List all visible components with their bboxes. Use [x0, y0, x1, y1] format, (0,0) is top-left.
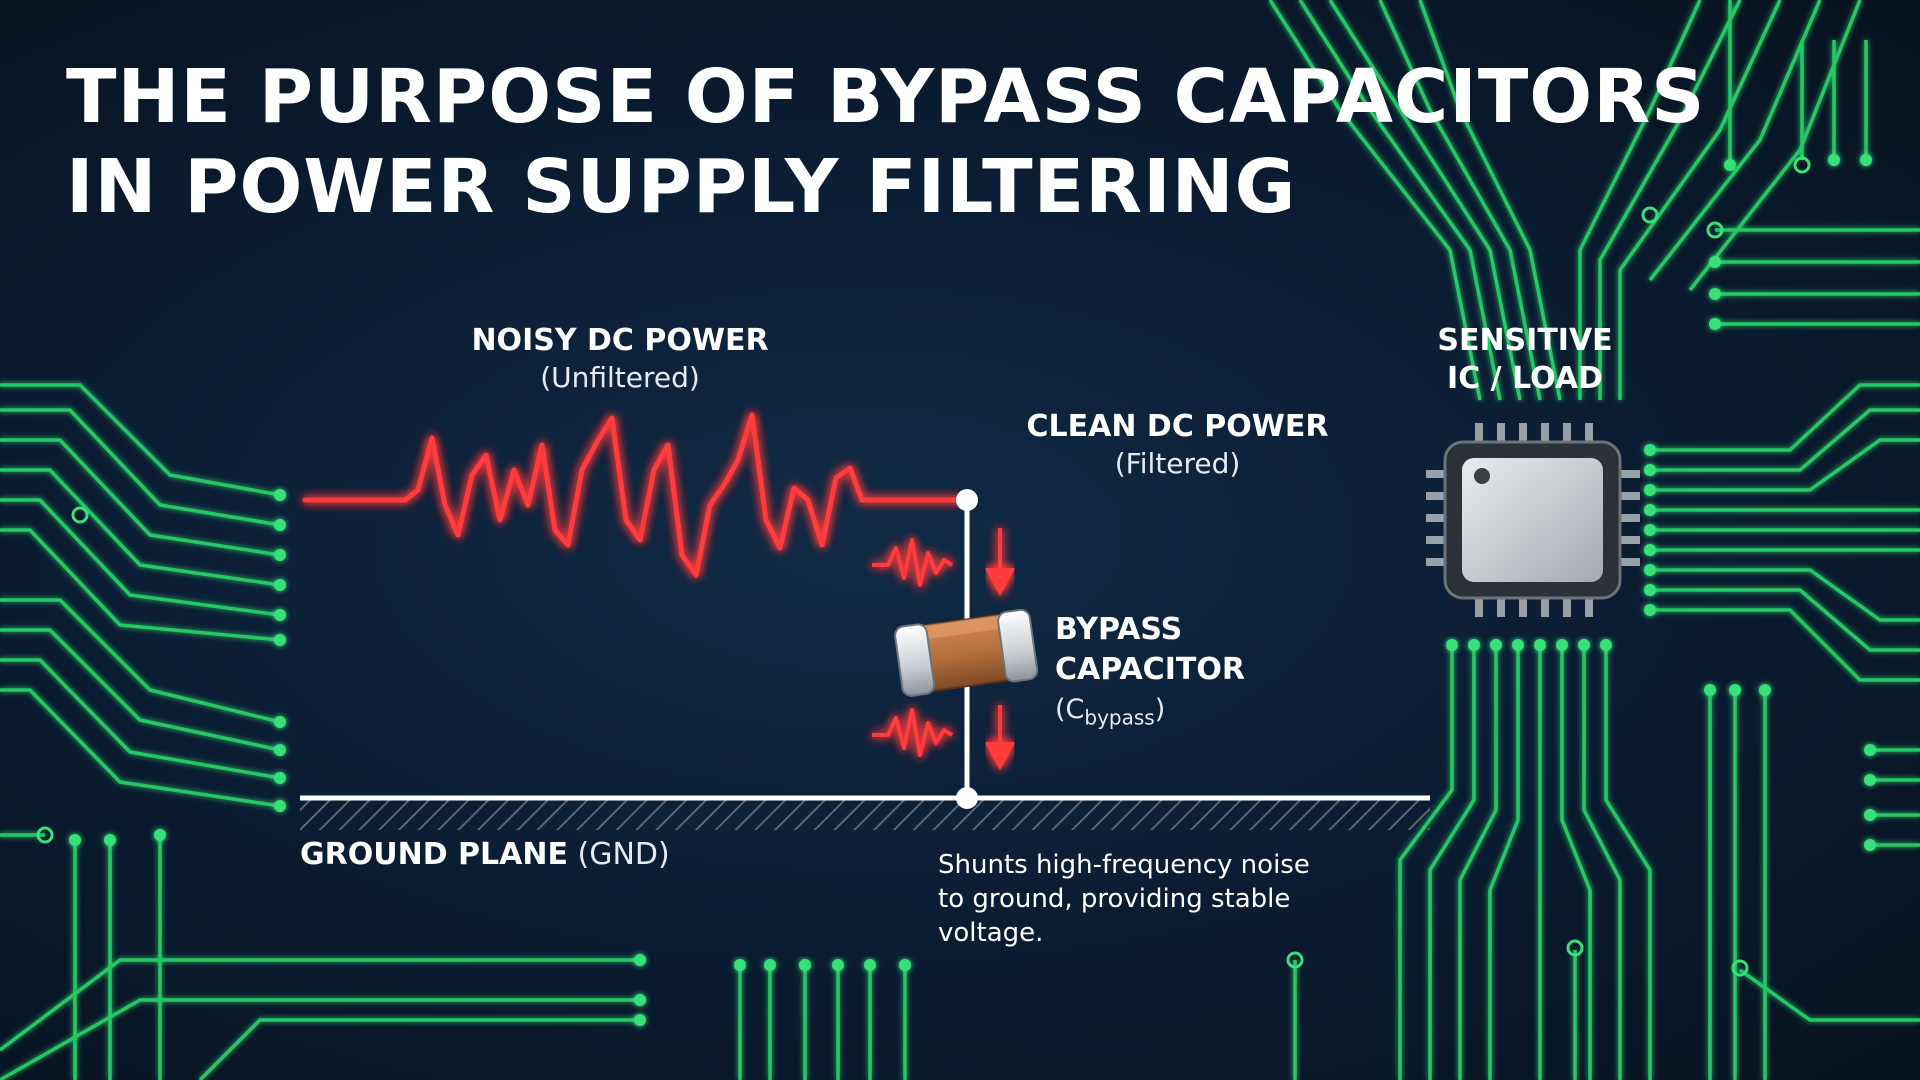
- pcb-traces-bottom: [738, 965, 907, 1080]
- pcb-traces-left: [0, 383, 640, 1080]
- noise-squiggle-lower: [872, 708, 954, 757]
- clean-dc-title: CLEAN DC POWER: [1026, 409, 1329, 444]
- bottom-node: [956, 787, 978, 809]
- arrow-down-icon: [984, 705, 1016, 771]
- load-label: SENSITIVE IC / LOAD: [1405, 322, 1645, 398]
- ic-chip-icon: [1426, 423, 1640, 617]
- noise-squiggle-upper: [872, 538, 954, 587]
- ground-plane-label: GROUND PLANE (GND): [300, 836, 670, 874]
- noisy-dc-title: NOISY DC POWER: [471, 323, 769, 358]
- title-line-2: IN POWER SUPPLY FILTERING: [66, 144, 1297, 230]
- capacitor-icon: [894, 608, 1039, 697]
- pcb-pads-left: [69, 489, 646, 1026]
- top-node: [956, 489, 978, 511]
- ground-suffix: (GND): [577, 837, 670, 872]
- bypass-symbol: (Cbypass): [1055, 694, 1166, 730]
- title-line-1: THE PURPOSE OF BYPASS CAPACITORS: [66, 54, 1706, 140]
- pcb-traces-top-right: [1268, 0, 1920, 401]
- pcb-traces-right: [1650, 383, 1920, 1080]
- bypass-capacitor-label: BYPASS CAPACITOR (Cbypass): [1055, 610, 1245, 735]
- clean-dc-subtitle: (Filtered): [1114, 447, 1241, 480]
- load-line-2: IC / LOAD: [1447, 361, 1603, 396]
- ground-title: GROUND PLANE: [300, 837, 568, 872]
- load-line-1: SENSITIVE: [1437, 323, 1613, 358]
- arrow-down-icon: [984, 528, 1016, 597]
- bypass-note: Shunts high-frequency noise to ground, p…: [938, 850, 1310, 948]
- noisy-dc-label: NOISY DC POWER (Unfiltered): [430, 322, 810, 396]
- pcb-traces-chip-bottom: [1293, 645, 1652, 1080]
- bypass-line-1: BYPASS: [1055, 612, 1183, 647]
- page-title: THE PURPOSE OF BYPASS CAPACITORS IN POWE…: [66, 52, 1705, 232]
- clean-dc-label: CLEAN DC POWER (Filtered): [1005, 408, 1350, 482]
- bypass-line-2: CAPACITOR: [1055, 652, 1245, 687]
- noisy-dc-subtitle: (Unfiltered): [540, 361, 700, 394]
- ground-hatch: [300, 800, 1430, 830]
- noisy-dc-waveform: [302, 412, 963, 578]
